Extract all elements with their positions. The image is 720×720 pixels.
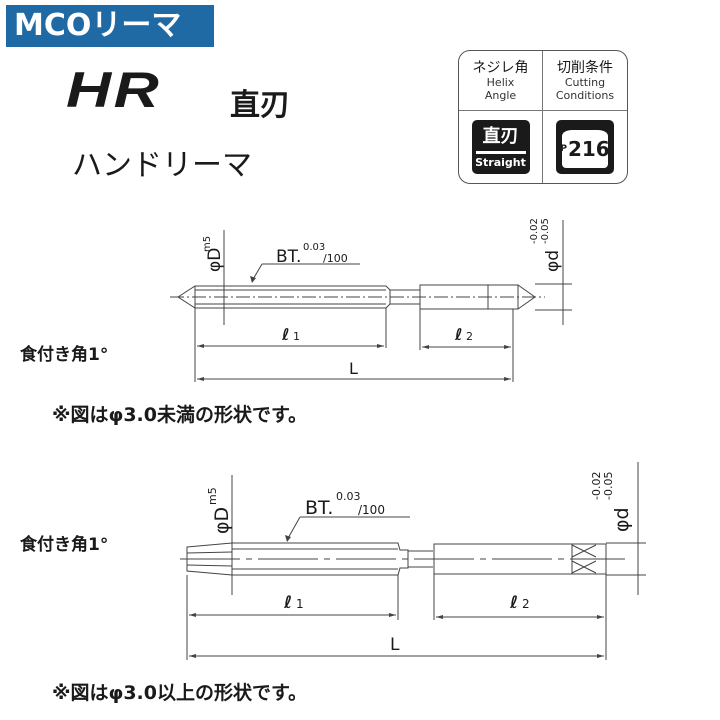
drawing-small-reamer: BT. 0.03 /100 φD m5 φd -0.02 -0.05 ℓ 1 ℓ… (170, 218, 572, 382)
svg-text:1: 1 (293, 330, 300, 343)
model-code: HR (66, 62, 162, 118)
spec-box: ネジレ角 Helix Angle 切削条件 Cutting Conditions… (458, 50, 628, 184)
helix-header: ネジレ角 Helix Angle (459, 51, 543, 111)
svg-text:-0.02: -0.02 (590, 472, 603, 500)
svg-text:1: 1 (296, 597, 304, 611)
svg-text:L: L (390, 635, 400, 655)
svg-text:BT.: BT. (305, 497, 333, 519)
drawing-large-reamer: BT. 0.03 /100 φD m5 φd -0.02 -0.05 ℓ 1 ℓ… (180, 462, 646, 660)
svg-text:φd: φd (543, 250, 563, 272)
shape-note-1: ※図はφ3.0未満の形状です。 (52, 404, 308, 426)
svg-text:BT.: BT. (276, 247, 301, 267)
blade-type: 直刃 (230, 88, 290, 123)
svg-text:-0.05: -0.05 (602, 472, 615, 500)
brand-banner: MCOリーマ (6, 5, 214, 47)
shape-note-2: ※図はφ3.0以上の形状です。 (52, 682, 308, 704)
chamfer-angle-label-1: 食付き角1° (20, 345, 109, 365)
svg-text:φD: φD (205, 248, 225, 272)
svg-text:2: 2 (522, 597, 530, 611)
svg-text:/100: /100 (323, 252, 348, 265)
svg-text:φD: φD (211, 507, 233, 534)
svg-text:0.03: 0.03 (303, 242, 325, 253)
svg-text:0.03: 0.03 (336, 490, 361, 503)
product-name: ハンドリーマ (72, 148, 252, 183)
svg-text:/100: /100 (358, 503, 385, 517)
svg-text:-0.02: -0.02 (529, 218, 540, 244)
svg-text:ℓ: ℓ (509, 593, 518, 613)
svg-text:m5: m5 (202, 236, 213, 252)
svg-text:ℓ: ℓ (281, 325, 290, 344)
svg-text:m5: m5 (206, 487, 219, 505)
svg-text:L: L (349, 359, 358, 378)
cutting-header: 切削条件 Cutting Conditions (543, 51, 627, 111)
chamfer-angle-label-2: 食付き角1° (20, 535, 109, 555)
svg-text:2: 2 (466, 330, 473, 343)
svg-text:-0.05: -0.05 (540, 218, 551, 244)
svg-text:ℓ: ℓ (454, 325, 463, 344)
svg-text:φd: φd (611, 507, 633, 532)
straight-flute-icon: 直刃 Straight (471, 120, 530, 174)
svg-text:ℓ: ℓ (283, 593, 292, 613)
